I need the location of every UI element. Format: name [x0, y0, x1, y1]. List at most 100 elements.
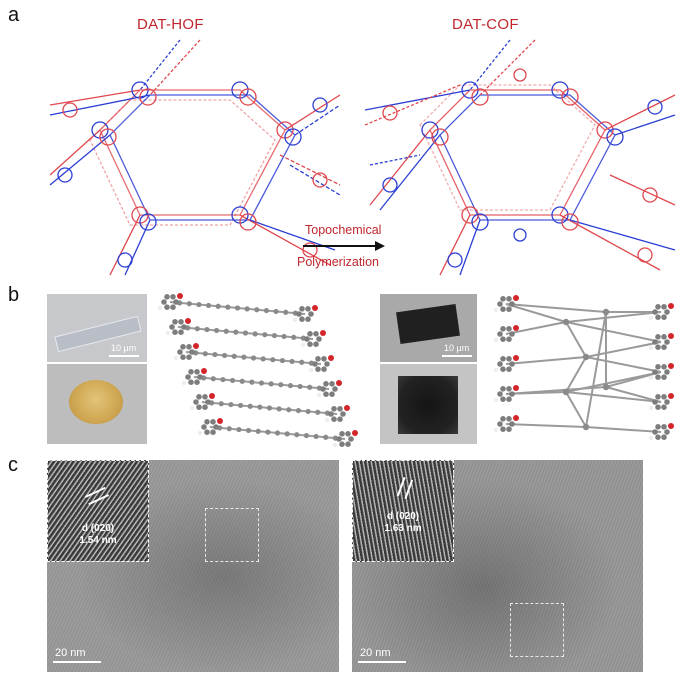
cof-bond	[565, 391, 662, 403]
hof-phenol-left-atom	[178, 329, 184, 335]
hof-alkyne-atom	[204, 326, 210, 333]
cof-node-atom	[582, 353, 590, 361]
hof-phenol-left-hydrogen	[189, 405, 195, 411]
tem-inset-hof: d (020) 1.54 nm	[47, 460, 149, 562]
cof-powder-photo	[380, 364, 477, 444]
hof-alkyne-atom	[186, 301, 192, 307]
hof-alkyne-atom	[221, 352, 228, 359]
hof-phenol-right-atom	[304, 336, 310, 342]
cof-phenol-atom	[506, 296, 512, 302]
hof-alkyne-atom	[220, 376, 226, 383]
hof-phenol-right-atom	[305, 306, 311, 312]
hof-powder-pile	[69, 380, 123, 424]
cof-phenol-atom	[506, 306, 512, 312]
hof-phenol-right-atom	[315, 366, 321, 372]
hof-phenol-left-atom	[188, 369, 194, 375]
hof-alkyne-atom	[313, 433, 319, 440]
hof-phenol-right-oxygen	[352, 430, 358, 436]
cof-phenol-atom	[661, 374, 667, 380]
cof-phenol-atom	[655, 364, 661, 370]
cof-phenol-atom	[509, 331, 515, 337]
cof-bond	[605, 371, 662, 388]
hof-alkyne-atom	[263, 307, 270, 314]
hof-phenol-left-atom	[161, 299, 167, 305]
hof-phenol-right-atom	[337, 416, 343, 422]
hof-alkyne-atom	[231, 353, 237, 359]
cof-phenol-hydrogen	[493, 337, 499, 343]
hof-alkyne-atom	[281, 333, 287, 340]
cof-phenol-atom	[661, 434, 667, 440]
hof-phenol-left-oxygen	[193, 343, 199, 349]
cof-phenol-oxygen	[668, 393, 674, 399]
hof-alkyne-atom	[295, 407, 302, 414]
cof-phenol-oxygen	[668, 363, 674, 369]
hof-alkyne-atom	[241, 354, 247, 360]
hof-phenol-right-atom	[340, 411, 346, 417]
scale-bar-right-c	[358, 661, 406, 663]
hof-alkyne-atom	[260, 356, 266, 362]
hof-phenol-left-atom	[172, 329, 178, 335]
cof-bond	[565, 321, 587, 358]
hof-alkyne-atom	[289, 358, 295, 365]
cof-phenol-atom	[664, 429, 670, 435]
hof-alkyne-atom	[273, 308, 279, 315]
cof-phenol-oxygen	[513, 355, 519, 361]
hof-phenol-left-atom	[177, 349, 183, 355]
hof-phenol-right-hydrogen	[324, 417, 330, 423]
tem-image-cof: d (020) 1.63 nm 20 nm	[352, 460, 643, 672]
hof-alkyne-atom	[270, 357, 276, 363]
cof-phenol-atom	[497, 391, 503, 397]
d-spacing-marker-right	[396, 476, 414, 500]
hof-alkyne-atom	[237, 402, 244, 409]
d-spacing-label-right: d (020)	[386, 511, 420, 522]
hof-phenol-right-atom	[329, 381, 335, 387]
hof-alkyne-atom	[210, 376, 216, 382]
cof-phenol-atom	[500, 386, 506, 392]
hof-phenol-left-atom	[180, 344, 186, 350]
cof-phenol-atom	[655, 334, 661, 340]
cof-phenol-atom	[500, 336, 506, 342]
cof-phenol-atom	[661, 404, 667, 410]
hof-phenol-right-atom	[321, 356, 327, 362]
hof-alkyne-atom	[194, 326, 200, 332]
hof-phenol-right-atom	[307, 341, 313, 347]
hof-phenol-left-atom	[202, 394, 208, 400]
hof-alkyne-atom	[229, 377, 236, 384]
scale-bar-left-b	[109, 355, 139, 357]
hof-alkyne-atom	[239, 378, 245, 384]
cof-phenol-atom	[509, 361, 515, 367]
hof-alkyne-atom	[305, 408, 311, 415]
cof-bond	[585, 311, 607, 428]
hof-alkyne-atom	[213, 327, 220, 334]
scale-label-right-b: 10 μm	[444, 343, 470, 353]
cof-molecular-network	[486, 292, 681, 452]
cof-phenol-hydrogen	[648, 405, 654, 411]
hof-alkyne-atom	[257, 404, 263, 410]
cof-phenol-atom	[509, 421, 515, 427]
hof-phenol-left-atom	[178, 319, 184, 325]
hof-alkyne-atom	[236, 426, 242, 433]
hof-phenol-left-atom	[193, 399, 199, 405]
hof-alkyne-atom	[233, 329, 239, 335]
hof-phenol-right-atom	[313, 341, 319, 347]
scale-label-left-b: 10 μm	[111, 343, 137, 353]
hof-alkyne-atom	[245, 427, 252, 434]
hof-phenol-left-atom	[164, 294, 170, 300]
hof-phenol-right-oxygen	[328, 355, 334, 361]
hof-alkyne-atom	[225, 304, 231, 310]
hof-phenol-left-atom	[186, 354, 192, 360]
cof-phenol-atom	[664, 369, 670, 375]
cof-phenol-atom	[500, 356, 506, 362]
tem-image-hof: d (020) 1.54 nm 20 nm	[47, 460, 339, 672]
hof-alkyne-atom	[249, 379, 255, 385]
hof-phenol-right-atom	[307, 331, 313, 337]
hof-alkyne-atom	[228, 401, 234, 408]
cof-phenol-atom	[655, 424, 661, 430]
cof-phenol-atom	[497, 421, 503, 427]
hof-alkyne-atom	[287, 382, 294, 389]
scale-label-right-c: 20 nm	[360, 647, 391, 659]
hof-phenol-left-atom	[181, 324, 187, 330]
cof-bond	[565, 356, 587, 393]
cof-bond	[505, 423, 587, 428]
hof-phenol-right-atom	[305, 316, 311, 322]
